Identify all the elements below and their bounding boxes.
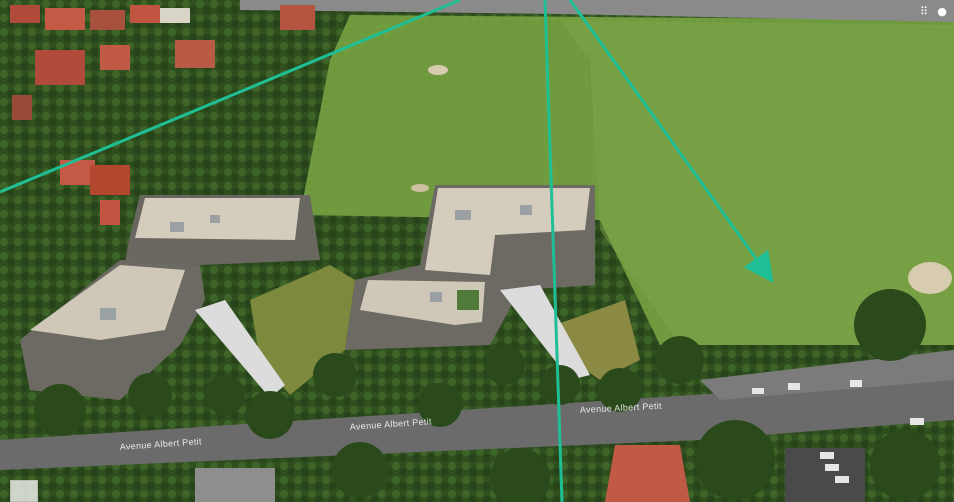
- building-center: [345, 185, 595, 350]
- minimap-thumbnail[interactable]: [10, 480, 38, 502]
- bare-patch: [411, 184, 429, 192]
- lawn-highlight: [560, 20, 954, 345]
- red-roof-house: [605, 445, 690, 502]
- parked-cars: [752, 380, 924, 483]
- bare-patch: [908, 262, 952, 294]
- map-top-controls: ⠿ ●: [918, 6, 948, 18]
- account-icon[interactable]: ●: [937, 5, 947, 18]
- top-road: [240, 0, 954, 22]
- walkway: [500, 285, 590, 380]
- sightline-center: [543, 0, 564, 502]
- sightline-arrow: [568, 0, 774, 283]
- street-label-east: Avenue Albert Petit: [580, 401, 663, 415]
- street-trees: [34, 289, 940, 502]
- grid-icon[interactable]: ⠿: [919, 5, 929, 18]
- houses-top-left: [10, 5, 315, 225]
- side-road: [700, 350, 954, 400]
- building-west: [20, 195, 320, 400]
- building-south: [195, 468, 275, 502]
- lawn-area: [300, 15, 954, 345]
- main-road: [0, 378, 954, 470]
- bare-patch: [428, 65, 448, 75]
- walkway: [195, 300, 285, 398]
- sightline-west: [0, 0, 461, 194]
